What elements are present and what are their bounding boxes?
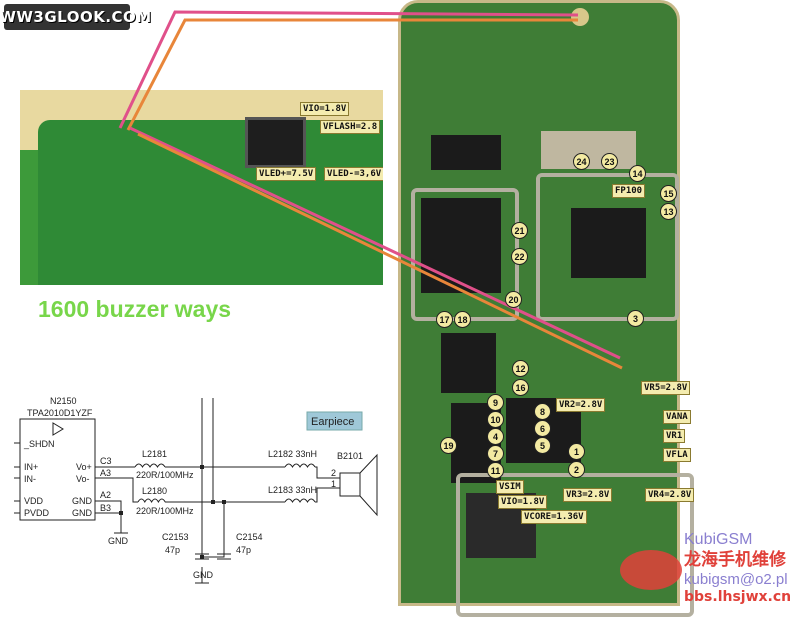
marker-18: 18	[454, 311, 471, 328]
marker-16: 16	[512, 379, 529, 396]
speaker-ref: B2101	[337, 451, 363, 461]
voltage-label: VIO=1.8V	[498, 495, 548, 509]
pin-gnd-1: GND	[72, 496, 93, 506]
label-vled-minus: VLED-=3,6V	[324, 167, 383, 181]
amp-triangle-icon	[52, 422, 64, 436]
watermark-cn: 龙海手机维修	[684, 550, 786, 570]
pin-vo-minus: Vo-	[76, 474, 90, 484]
label-vled-plus: VLED+=7.5V	[256, 167, 317, 181]
wire-orange	[126, 18, 578, 131]
pin-vdd: VDD	[24, 496, 44, 506]
speaker-icon	[339, 472, 361, 497]
l2183-label: L2183 33nH	[268, 485, 317, 495]
diagram-title: 1600 buzzer ways	[38, 296, 232, 322]
marker-17: 17	[436, 311, 453, 328]
marker-13: 13	[660, 203, 677, 220]
marker-23: 23	[601, 153, 618, 170]
chip-part: TPA2010D1YZF	[27, 408, 93, 418]
marker-20: 20	[505, 291, 522, 308]
earpiece-label: Earpiece	[311, 416, 354, 428]
schematic: N2150 TPA2010D1YZF _SHDN IN+ IN- VDD PVD…	[14, 396, 378, 584]
c2153-label: C2153	[162, 532, 189, 542]
voltage-label: VR5=2.8V	[641, 381, 691, 395]
pin-in-minus: IN-	[24, 474, 36, 484]
watermark-email: kubigsm@o2.pl	[684, 571, 788, 588]
voltage-label: VSIM	[496, 480, 524, 494]
marker-15: 15	[660, 185, 677, 202]
marker-1: 1	[568, 443, 585, 460]
zoomed-board-inset: VIO=1.8V VFLASH=2.8 VLED+=7.5V VLED-=3,6…	[20, 90, 383, 285]
marker-22: 22	[511, 248, 528, 265]
pin-vo-plus: Vo+	[76, 462, 92, 472]
l2181-label: L2181	[142, 449, 167, 459]
marker-14: 14	[629, 165, 646, 182]
l2180-value: 220R/100MHz	[136, 506, 194, 516]
c2153-value: 47p	[165, 545, 180, 555]
watermark-site: KubiGSM	[684, 531, 753, 548]
site-logo: WWW3GLOOK.COM	[0, 4, 151, 30]
l2181-value: 220R/100MHz	[136, 470, 194, 480]
marker-8: 8	[534, 403, 551, 420]
speaker-pin-1: 1	[331, 479, 336, 489]
marker-7: 7	[487, 445, 504, 462]
voltage-label: VR1	[663, 429, 686, 443]
pin-pvdd: PVDD	[24, 508, 50, 518]
marker-10: 10	[487, 411, 504, 428]
chip-ref: N2150	[50, 396, 77, 406]
voltage-label: VR4=2.8V	[645, 488, 695, 502]
pin-in-plus: IN+	[24, 462, 38, 472]
earpiece-label-box	[306, 411, 363, 431]
marker-21: 21	[511, 222, 528, 239]
marker-2: 2	[568, 461, 585, 478]
marker-12: 12	[512, 360, 529, 377]
amp-chip-box	[19, 418, 96, 521]
c2154-value: 47p	[236, 545, 251, 555]
wire-pink	[118, 10, 579, 129]
pin-shdn: _SHDN	[23, 439, 55, 449]
speaker-pin-2: 2	[331, 468, 336, 478]
c2154-label: C2154	[236, 532, 263, 542]
gnd-label-2: GND	[193, 570, 214, 580]
marker-11: 11	[487, 462, 504, 479]
gnd-label-1: GND	[108, 536, 129, 546]
ball-b3: B3	[100, 503, 111, 513]
pin-gnd-2: GND	[72, 508, 93, 518]
wire-orange-2	[137, 132, 623, 370]
l2180-label: L2180	[142, 486, 167, 496]
ball-c3: C3	[100, 456, 112, 466]
marker-6: 6	[534, 420, 551, 437]
voltage-label: FP100	[612, 184, 646, 198]
marker-19: 19	[440, 437, 457, 454]
voltage-label: VR2=2.8V	[556, 398, 606, 412]
label-vflash: VFLASH=2.8	[320, 120, 381, 134]
watermark-url: bbs.lhsjwx.cn	[684, 589, 792, 605]
marker-3: 3	[627, 310, 644, 327]
voltage-label: VR3=2.8V	[563, 488, 613, 502]
led-driver-chip	[245, 117, 306, 168]
marker-24: 24	[573, 153, 590, 170]
label-vio: VIO=1.8V	[300, 102, 350, 116]
board-area	[38, 120, 383, 285]
wire-pink-2	[129, 126, 621, 360]
marker-4: 4	[487, 428, 504, 445]
l2182-label: L2182 33nH	[268, 449, 317, 459]
marker-9: 9	[487, 394, 504, 411]
watermark-logo-icon	[620, 550, 682, 590]
voltage-label: VFLA	[663, 448, 691, 462]
marker-5: 5	[534, 437, 551, 454]
ball-a2: A2	[100, 490, 111, 500]
voltage-label: VCORE=1.36V	[521, 510, 587, 524]
ball-a3: A3	[100, 468, 111, 478]
voltage-label: VANA	[663, 410, 691, 424]
